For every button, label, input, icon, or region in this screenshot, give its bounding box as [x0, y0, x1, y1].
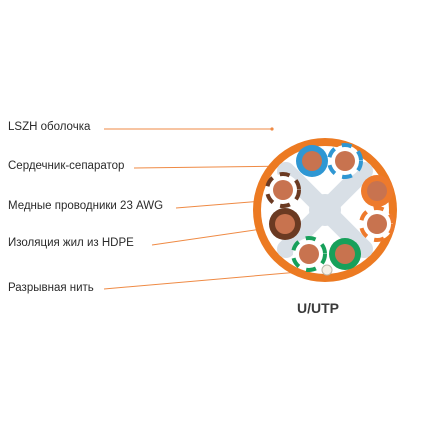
leader-line	[103, 269, 323, 290]
copper-conductor	[367, 214, 387, 234]
copper-conductor	[275, 214, 295, 234]
separator-center	[309, 194, 341, 226]
label-insulation: Изоляция жил из HDPE	[8, 237, 134, 249]
copper-conductor	[335, 244, 355, 264]
wire-stripe	[359, 206, 395, 242]
ripcord	[321, 264, 333, 276]
cable-type-label: U/UTP	[297, 300, 339, 316]
wire-stripe	[291, 236, 327, 272]
leader-line	[133, 165, 294, 169]
copper-conductor	[273, 180, 293, 200]
label-ripcord: Разрывная нить	[8, 282, 94, 294]
copper-conductor	[335, 151, 355, 171]
label-separator: Сердечник-сепаратор	[8, 160, 125, 172]
label-conductors: Медные проводники 23 AWG	[8, 200, 164, 212]
leader-dot	[270, 127, 274, 131]
copper-conductor	[302, 151, 322, 171]
copper-conductor	[367, 181, 387, 201]
copper-conductor	[299, 244, 319, 264]
wire-stripe	[265, 172, 301, 208]
wire-stripe	[327, 143, 363, 179]
label-jacket: LSZH оболочка	[8, 121, 91, 133]
